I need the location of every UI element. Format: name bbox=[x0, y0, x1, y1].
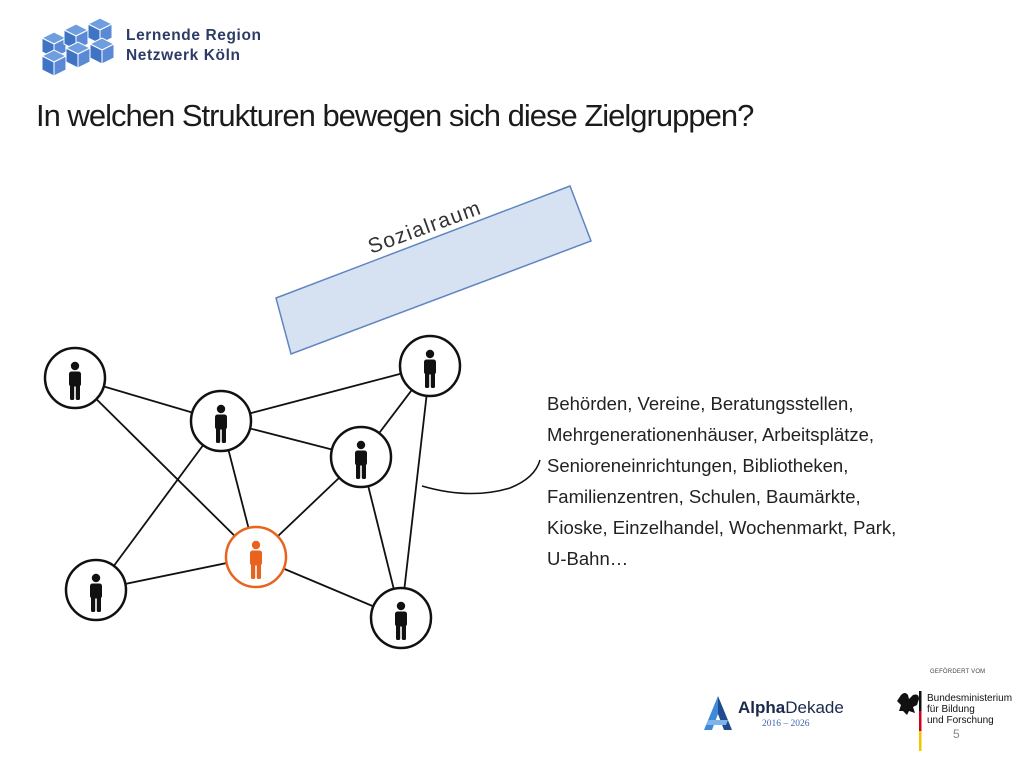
person-node bbox=[64, 558, 128, 622]
slide-title: In welchen Strukturen bewegen sich diese… bbox=[36, 98, 754, 133]
person-node bbox=[189, 389, 253, 453]
places-line: Behörden, Vereine, Beratungsstellen, bbox=[547, 393, 854, 414]
network-diagram bbox=[43, 185, 592, 650]
organization-logo: Lernende Region Netzwerk Köln bbox=[38, 18, 298, 80]
cubes-logo-icon bbox=[40, 18, 116, 77]
funded-by-label: GEFÖRDERT VOM bbox=[930, 669, 986, 675]
footer-logos: GEFÖRDERT VOM AlphaDekade 2016 – 2026 Bu… bbox=[700, 664, 1020, 768]
page-number: 5 bbox=[953, 727, 960, 741]
person-node bbox=[43, 346, 107, 410]
logo-text: Lernende Region Netzwerk Köln bbox=[126, 26, 262, 66]
ministry-line: Bundesministerium bbox=[927, 693, 1013, 704]
eagle-icon bbox=[897, 691, 922, 751]
ministry-name: Bundesministerium für Bildung und Forsch… bbox=[927, 693, 1012, 726]
alphadekade-name-rest: Dekade bbox=[785, 698, 844, 717]
alphadekade-name: AlphaDekade bbox=[738, 698, 844, 718]
ministry-logo: Bundesministerium für Bildung und Forsch… bbox=[895, 689, 1015, 759]
logo-line-2: Netzwerk Köln bbox=[126, 47, 241, 64]
person-node-highlighted bbox=[224, 525, 288, 589]
logo-line-1: Lernende Region bbox=[126, 27, 262, 44]
places-line: Familienzentren, Schulen, Baumärkte, bbox=[547, 486, 861, 507]
places-list: Behörden, Vereine, Beratungsstellen, Meh… bbox=[547, 388, 1007, 574]
alphadekade-years: 2016 – 2026 bbox=[762, 719, 810, 729]
alphadekade-icon bbox=[704, 696, 732, 730]
callout-curve bbox=[421, 459, 541, 495]
places-line: Mehrgenerationenhäuser, Arbeitsplätze, bbox=[547, 424, 875, 445]
social-space-box bbox=[275, 185, 592, 355]
ministry-line: für Bildung bbox=[927, 704, 975, 715]
alphadekade-logo: AlphaDekade 2016 – 2026 bbox=[704, 694, 884, 734]
person-node bbox=[369, 586, 433, 650]
places-line: U-Bahn… bbox=[547, 548, 629, 569]
places-line: Kioske, Einzelhandel, Wochenmarkt, Park, bbox=[547, 517, 897, 538]
ministry-line: und Forschung bbox=[927, 715, 994, 726]
places-line: Senioreneinrichtungen, Bibliotheken, bbox=[547, 455, 849, 476]
alphadekade-name-bold: Alpha bbox=[738, 698, 786, 717]
person-node bbox=[329, 425, 393, 489]
person-node bbox=[398, 334, 462, 398]
